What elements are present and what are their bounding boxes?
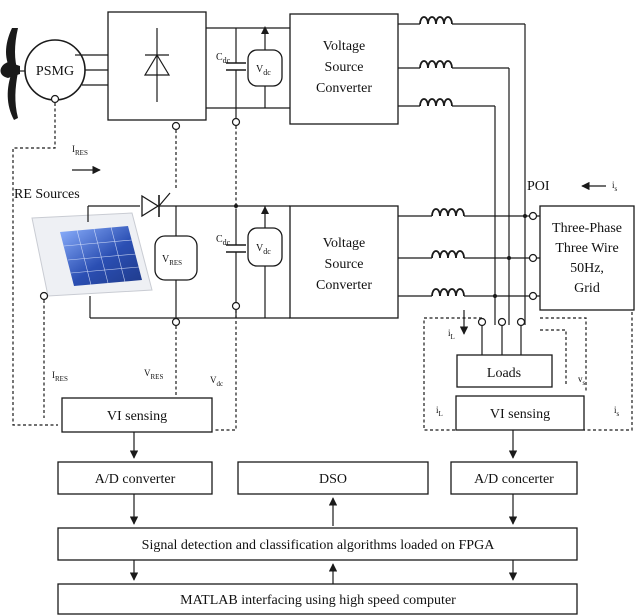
vsc-top <box>289 13 399 125</box>
vsc-bottom <box>289 205 399 319</box>
vres-bot-label: VRES <box>144 368 163 381</box>
vdc-bot-label: Vdc <box>210 375 223 388</box>
fpga-label: Signal detection and classification algo… <box>142 538 496 553</box>
grid-l3: 50Hz, <box>570 261 604 276</box>
inductor-top-3 <box>419 98 453 107</box>
psmg-label: PSMG <box>36 64 74 79</box>
vsc-top-l1: Voltage <box>323 39 366 54</box>
vdc-mid-label: Vdc <box>256 243 271 256</box>
loads-label: Loads <box>487 366 521 381</box>
propeller-icon <box>0 28 20 120</box>
vsc-bot-l2: Source <box>325 257 364 272</box>
ad-right-label: A/D concerter <box>474 472 554 487</box>
is-bot-label: is <box>614 405 620 418</box>
grid-l2: Three Wire <box>555 241 618 256</box>
matlab-label: MATLAB interfacing using high speed comp… <box>180 593 456 608</box>
matlab-box <box>57 583 578 615</box>
vsc-top-l2: Source <box>325 60 364 75</box>
cdc-top-label: Cdc <box>216 52 231 65</box>
vi-left-label: VI sensing <box>107 409 167 424</box>
vdc-top-label: Vdc <box>256 64 271 77</box>
vsc-bot-l3: Converter <box>316 278 372 293</box>
grid-l1: Three-Phase <box>552 221 622 236</box>
poi-label: POI <box>527 179 550 194</box>
inductor-top-1 <box>419 16 453 25</box>
grid-box <box>539 205 635 311</box>
vi-sensing-left <box>61 397 213 433</box>
inductor-bot-1 <box>431 208 465 217</box>
vres-label: VRES <box>162 254 182 267</box>
solar-panel-icon <box>31 212 153 297</box>
re-sources-label: RE Sources <box>14 187 80 202</box>
ires-top-label: IRES <box>72 144 88 157</box>
inductor-bot-2 <box>431 250 465 259</box>
vsc-top-l3: Converter <box>316 81 372 96</box>
il-bot-label: iL <box>436 405 443 418</box>
vi-right-label: VI sensing <box>490 407 550 422</box>
thyristor-icon <box>141 192 171 218</box>
inductor-bot-3 <box>431 288 465 297</box>
dso-box <box>237 461 429 495</box>
grid-l4: Grid <box>574 281 600 296</box>
ad-converter-right <box>450 461 578 495</box>
il-top-label: iL <box>448 328 455 341</box>
dso-label: DSO <box>319 472 347 487</box>
fpga-box <box>57 527 578 561</box>
ires-bot-label: IRES <box>52 370 68 383</box>
diode-bridge-icon <box>107 11 207 121</box>
loads-box <box>456 354 553 388</box>
vi-sensing-right <box>455 395 585 431</box>
vs-label: vs <box>578 374 586 387</box>
ad-left-label: A/D converter <box>95 472 176 487</box>
vsc-bot-l1: Voltage <box>323 236 366 251</box>
cdc-mid-label: Cdc <box>216 234 231 247</box>
ad-converter-left <box>57 461 213 495</box>
is-top-label: is <box>612 180 618 193</box>
inductor-top-2 <box>419 60 453 69</box>
